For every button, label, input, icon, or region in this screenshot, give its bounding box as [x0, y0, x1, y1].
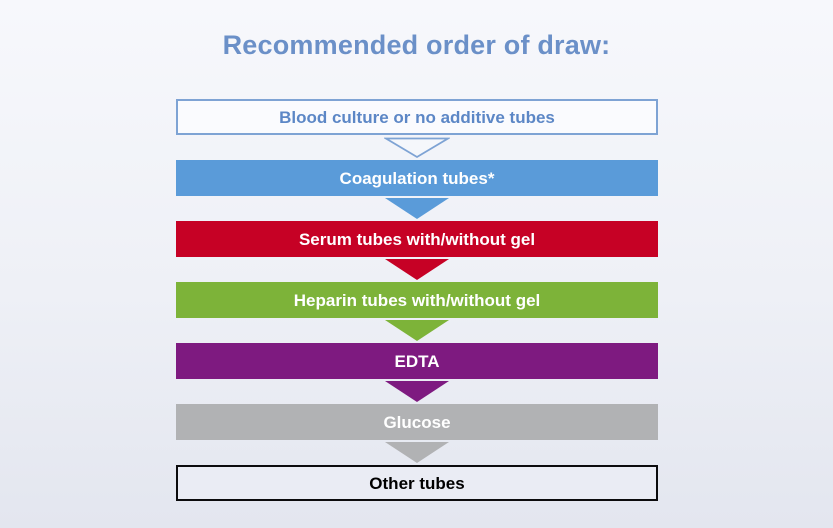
step-serum: Serum tubes with/without gel: [176, 221, 658, 257]
page-title: Recommended order of draw:: [222, 30, 611, 60]
step-edta: EDTA: [176, 343, 658, 379]
down-arrow-icon: [384, 135, 450, 160]
step-label: Other tubes: [369, 473, 465, 493]
step-coagulation: Coagulation tubes*: [176, 160, 658, 196]
down-arrow-icon: [384, 318, 450, 343]
step-label: Heparin tubes with/without gel: [293, 290, 541, 310]
step-label: Coagulation tubes*: [339, 168, 495, 188]
step-glucose: Glucose: [176, 404, 658, 440]
down-arrow-icon: [384, 196, 450, 221]
step-heparin: Heparin tubes with/without gel: [176, 282, 658, 318]
step-label: Serum tubes with/without gel: [298, 229, 536, 249]
step-blood-culture: Blood culture or no additive tubes: [176, 99, 658, 135]
step-label: Glucose: [383, 412, 451, 432]
down-arrow-icon: [384, 379, 450, 404]
down-arrow-icon: [384, 440, 450, 465]
step-other-tubes: Other tubes: [176, 465, 658, 501]
step-label: Blood culture or no additive tubes: [279, 107, 555, 127]
step-label: EDTA: [394, 351, 440, 371]
down-arrow-icon: [384, 257, 450, 282]
